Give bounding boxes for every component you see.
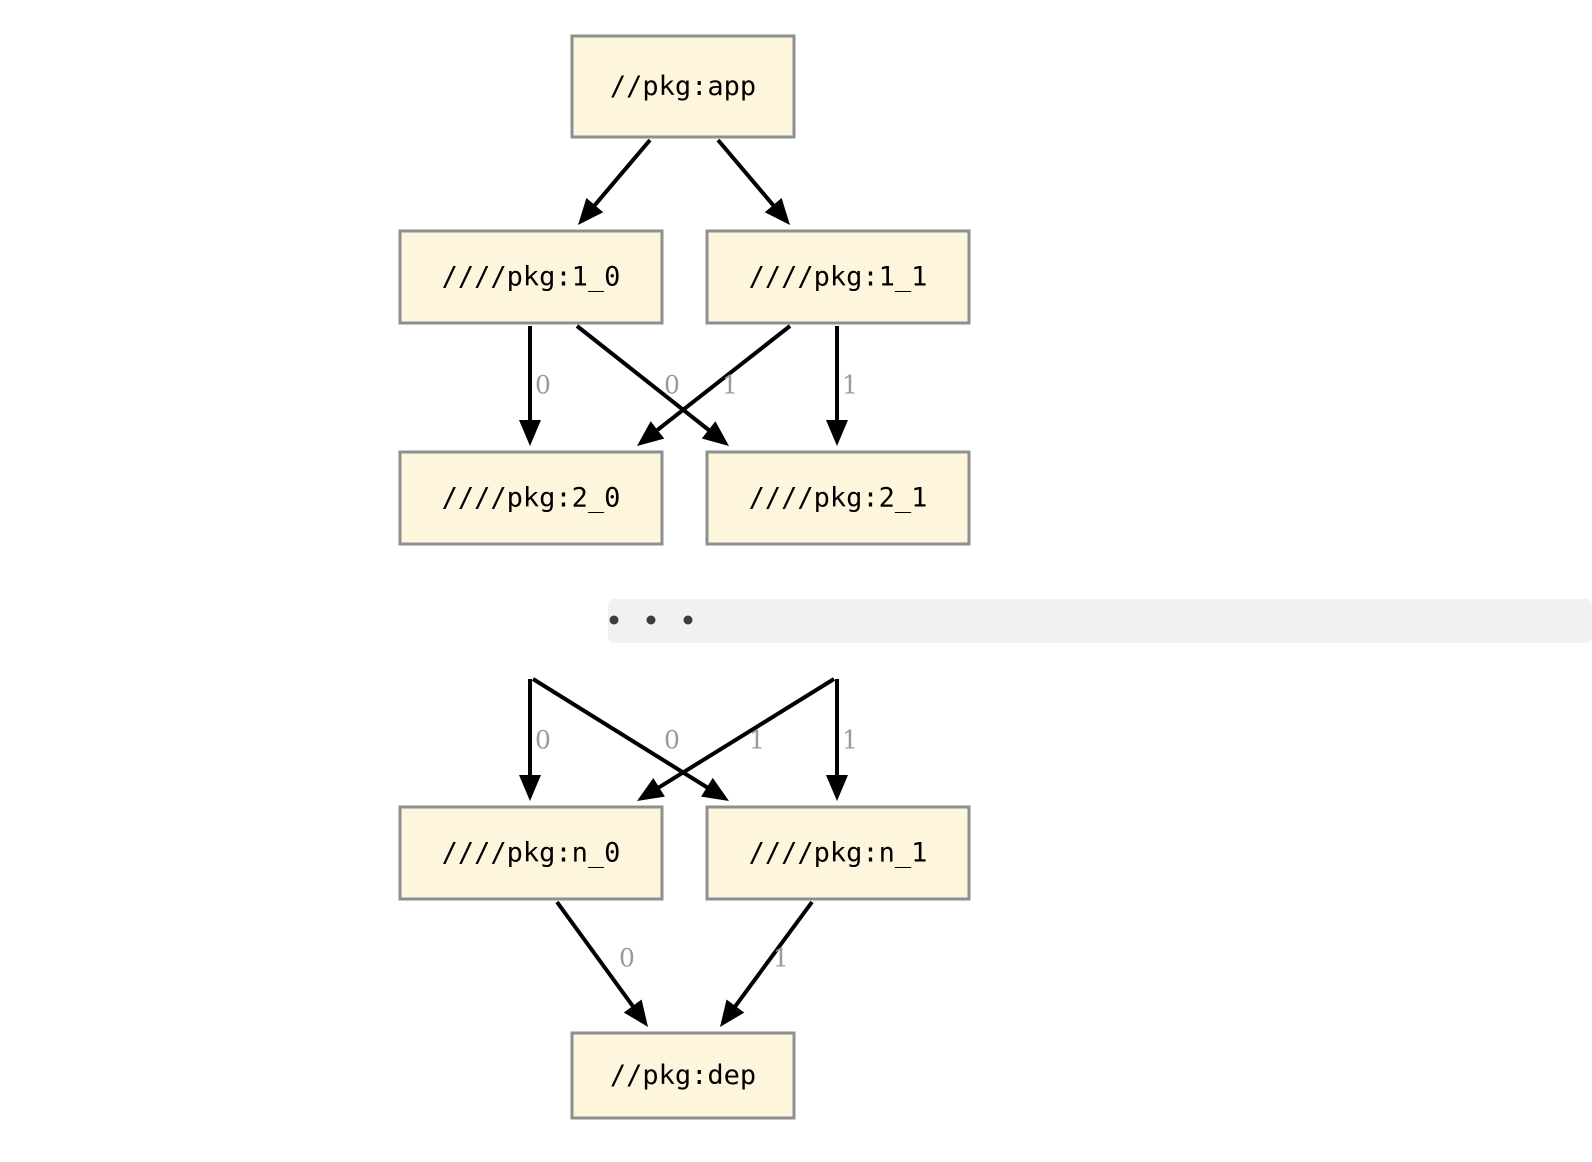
edge-arrowhead xyxy=(623,999,648,1027)
node-label: //pkg:app xyxy=(610,71,756,102)
edge-n1_0-to-n2_1: 0 xyxy=(575,324,729,446)
node-box[interactable] xyxy=(705,229,971,325)
edge-app-to-n1_1 xyxy=(716,138,790,225)
edge-arrowhead xyxy=(826,775,848,801)
node-box[interactable] xyxy=(398,450,664,546)
node-n2_1[interactable]: ////pkg:2_1 xyxy=(705,450,971,546)
node-label: ////pkg:n_1 xyxy=(749,838,928,869)
edge-label: 0 xyxy=(535,371,551,400)
node-box[interactable] xyxy=(705,450,971,546)
node-box[interactable] xyxy=(570,34,796,139)
node-label: ////pkg:n_0 xyxy=(442,838,621,869)
edge-label: 0 xyxy=(619,944,635,973)
edge-source-to-nn_1: 1 xyxy=(826,679,858,801)
node-box[interactable] xyxy=(398,805,664,901)
edge-line xyxy=(555,900,637,1011)
separator-band-group xyxy=(608,599,1592,643)
node-label: //pkg:dep xyxy=(610,1060,756,1091)
edge-n1_1-to-n2_1: 1 xyxy=(826,326,858,446)
node-label: ////pkg:1_0 xyxy=(442,262,621,293)
node-label: ////pkg:2_1 xyxy=(749,483,928,514)
edge-label: 0 xyxy=(535,726,551,755)
edge-label: 1 xyxy=(842,726,858,755)
edge-label: 1 xyxy=(722,371,738,400)
edge-label: 0 xyxy=(664,371,680,400)
edge-group: 0 0 1 1 0 0 1 1 0 1 xyxy=(519,138,858,1027)
node-n1_1[interactable]: ////pkg:1_1 xyxy=(705,229,971,325)
edge-line xyxy=(590,138,652,210)
node-label: ////pkg:2_0 xyxy=(442,483,621,514)
edge-line xyxy=(653,324,792,434)
edge-label: 1 xyxy=(773,944,789,973)
edge-label: 1 xyxy=(749,726,765,755)
edge-arrowhead xyxy=(637,777,665,801)
node-label: ////pkg:1_1 xyxy=(749,262,928,293)
edge-arrowhead xyxy=(826,420,848,446)
node-dep[interactable]: //pkg:dep xyxy=(570,1031,796,1120)
edge-arrowhead xyxy=(519,775,541,801)
ellipsis-dot-1 xyxy=(646,615,656,625)
edge-arrowhead xyxy=(578,198,604,225)
edge-arrowhead xyxy=(701,777,729,801)
edge-label: 1 xyxy=(842,371,858,400)
ellipsis-dot-2 xyxy=(683,615,693,625)
edge-arrowhead xyxy=(764,198,790,225)
edge-arrowhead xyxy=(701,421,729,446)
edge-arrowhead xyxy=(720,999,745,1027)
node-n2_0[interactable]: ////pkg:2_0 xyxy=(398,450,664,546)
edge-app-to-n1_0 xyxy=(578,138,652,225)
edge-line xyxy=(575,324,713,434)
node-box[interactable] xyxy=(398,229,664,325)
edge-source-to-nn_0: 0 xyxy=(519,679,551,801)
edge-nn_1-to-dep: 1 xyxy=(720,900,814,1027)
edge-label: 0 xyxy=(664,726,680,755)
edge-arrowhead xyxy=(637,421,665,446)
edge-line xyxy=(716,138,778,210)
node-app[interactable]: //pkg:app xyxy=(570,34,796,139)
node-group: //pkg:app ////pkg:1_0 ////pkg:1_1 ////pkg:2… xyxy=(398,34,971,1120)
edge-n1_0-to-n2_0: 0 xyxy=(519,326,551,446)
edge-arrowhead xyxy=(519,420,541,446)
ellipsis-separator-band xyxy=(608,599,1592,643)
node-nn_1[interactable]: ////pkg:n_1 xyxy=(705,805,971,901)
edge-line xyxy=(531,677,712,792)
edge-n1_1-to-n2_0: 1 xyxy=(637,324,792,446)
edge-line xyxy=(654,677,836,792)
edge-source-to-nn_0: 1 xyxy=(637,677,836,801)
ellipsis-dot-0 xyxy=(609,615,619,625)
node-box[interactable] xyxy=(570,1031,796,1120)
edge-nn_0-to-dep: 0 xyxy=(555,900,648,1027)
node-nn_0[interactable]: ////pkg:n_0 xyxy=(398,805,664,901)
edge-source-to-nn_1: 0 xyxy=(531,677,729,801)
node-n1_0[interactable]: ////pkg:1_0 xyxy=(398,229,664,325)
node-box[interactable] xyxy=(705,805,971,901)
edge-line xyxy=(731,900,814,1011)
